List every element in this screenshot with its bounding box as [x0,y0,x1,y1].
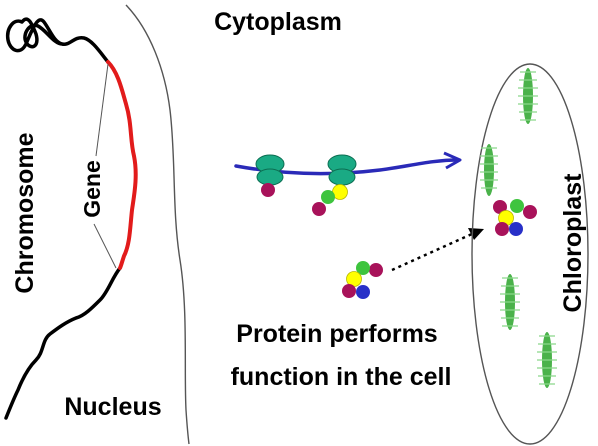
thylakoid-stack-3 [500,274,520,330]
protein-in-chloroplast [493,199,537,236]
protein-chloro-magenta-bottom [495,222,509,236]
transport-arrow-line [391,232,473,272]
protein-chloro-blue [509,222,523,236]
protein-cyto-blue [356,285,370,299]
chloroplast-outline [471,63,589,445]
protein-chloro-magenta-left [493,200,507,214]
gene-label: Gene [79,160,105,218]
chromosome-dna-lower [4,266,122,420]
folded-protein-cytoplasm [342,261,383,299]
cytoplasm-label: Cytoplasm [214,8,342,36]
gene-pointer-bottom [93,223,117,269]
protein-chloro-green [510,199,524,213]
thylakoid-stack-2 [480,144,498,196]
ribosome-1-small-subunit [256,168,284,186]
chromosome-label: Chromosome [11,132,39,293]
protein-cyto-magenta-bottom [342,284,356,298]
chromosome-dna-upper [5,17,110,64]
thylakoid-stack-4 [537,332,557,388]
mrna-arrowhead [443,151,462,170]
caption-line-1: Protein performs [236,320,437,348]
gene-pointer-top [95,63,109,157]
protein-chloro-magenta-right [523,205,537,219]
protein-cyto-green [356,261,370,275]
ribosome-2 [327,154,357,186]
nuclear-envelope [125,4,190,445]
chloroplast-label: Chloroplast [559,173,587,313]
amino-acid-magenta-2 [312,202,326,216]
amino-acid-magenta-1 [261,183,275,197]
protein-cyto-magenta-top [369,263,383,277]
caption-line-2: function in the cell [231,363,452,391]
thylakoid-stack-1 [518,68,538,124]
gene-segment [106,60,138,270]
ribosome-2-small-subunit [328,168,356,186]
ribosome-1 [255,154,285,186]
nucleus-label: Nucleus [64,393,161,421]
amino-acid-green-2 [321,190,335,204]
